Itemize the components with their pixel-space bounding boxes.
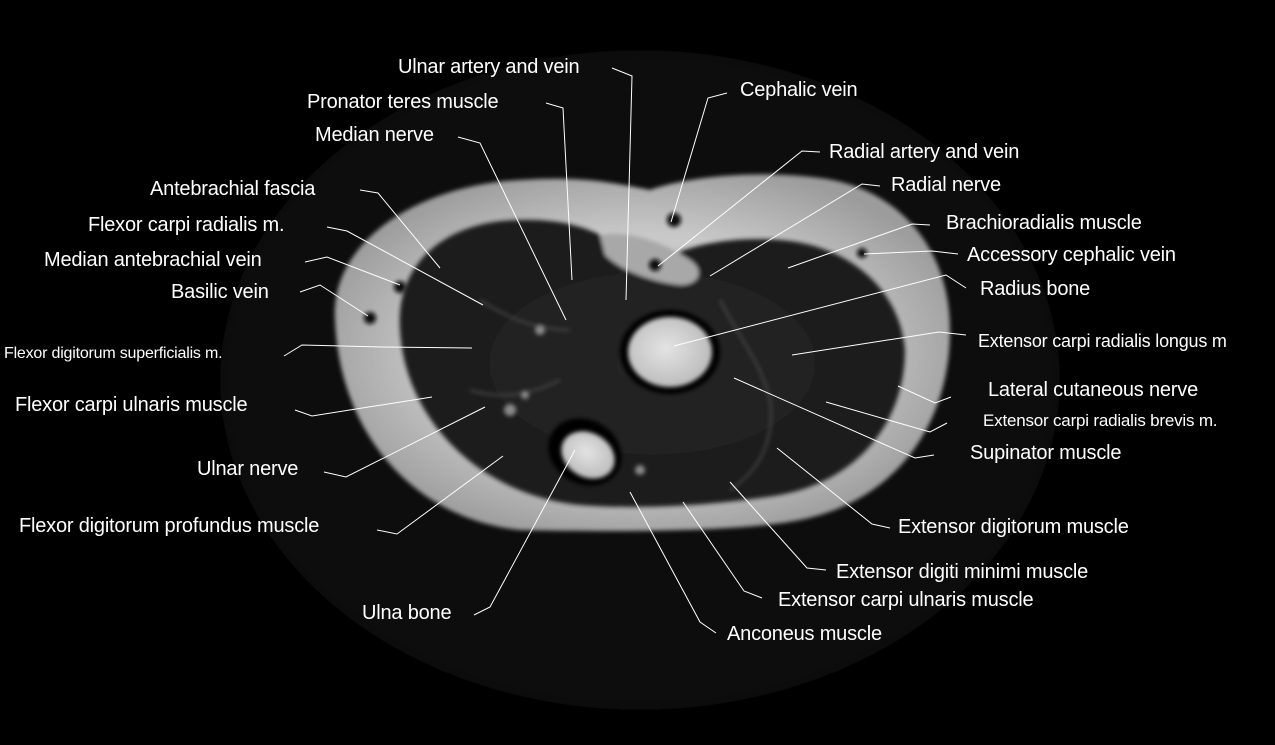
label-anconeus: Anconeus muscle xyxy=(727,623,882,645)
label-accessory-cephalic-vein: Accessory cephalic vein xyxy=(967,244,1176,266)
label-ulnar-artery-vein: Ulnar artery and vein xyxy=(398,56,580,78)
label-extensor-carpi-radialis-longus: Extensor carpi radialis longus m xyxy=(978,331,1227,351)
label-lateral-cutaneous-nerve: Lateral cutaneous nerve xyxy=(988,379,1198,401)
ulna-bone xyxy=(548,418,622,486)
leader-line-cephalic-vein xyxy=(670,92,728,223)
leader-line-flexor-digitorum-profundus xyxy=(376,455,504,535)
median-antebrachial-vein-dot xyxy=(394,281,406,293)
label-extensor-carpi-radialis-brevis: Extensor carpi radialis brevis m. xyxy=(983,411,1218,430)
fat-flecks xyxy=(504,325,645,475)
label-radial-nerve: Radial nerve xyxy=(891,174,1001,196)
leader-line-antebrachial-fascia xyxy=(359,189,441,269)
leader-line-radial-nerve xyxy=(709,183,881,277)
leader-line-pronator-teres xyxy=(545,102,573,281)
leader-line-flexor-carpi-ulnaris xyxy=(294,396,433,417)
leader-line-ulna-bone xyxy=(473,449,576,616)
leader-line-extensor-digitorum xyxy=(776,447,891,529)
label-median-nerve: Median nerve xyxy=(315,124,434,146)
leader-line-lateral-cutaneous-nerve xyxy=(897,385,952,404)
accessory-cephalic-vein-dot xyxy=(857,248,867,258)
label-antebrachial-fascia: Antebrachial fascia xyxy=(150,178,316,200)
label-extensor-digitorum: Extensor digitorum muscle xyxy=(898,516,1129,538)
leader-line-supinator xyxy=(733,377,935,459)
label-flexor-digitorum-superficialis: Flexor digitorum superficialis m. xyxy=(4,345,223,362)
radial-artery-dot xyxy=(649,259,661,271)
label-extensor-digiti-minimi: Extensor digiti minimi muscle xyxy=(836,561,1089,583)
leader-line-ulnar-nerve xyxy=(323,406,486,478)
basilic-vein-dot xyxy=(364,312,376,324)
label-radial-artery-vein: Radial artery and vein xyxy=(829,141,1020,163)
leader-line-accessory-cephalic-vein xyxy=(863,250,959,255)
leader-line-extensor-carpi-radialis-longus xyxy=(791,331,967,356)
label-ulna-bone: Ulna bone xyxy=(362,602,452,624)
cephalic-vein-dot xyxy=(667,213,681,227)
label-ulnar-nerve: Ulnar nerve xyxy=(197,458,299,480)
radius-bone xyxy=(620,310,720,394)
leader-line-median-antebrachial-vein xyxy=(304,256,401,286)
label-median-antebrachial-vein: Median antebrachial vein xyxy=(44,249,262,271)
leader-line-extensor-digiti-minimi xyxy=(729,481,827,571)
leader-line-flexor-carpi-radialis xyxy=(326,226,484,306)
label-flexor-carpi-ulnaris: Flexor carpi ulnaris muscle xyxy=(15,394,248,416)
label-extensor-carpi-ulnaris: Extensor carpi ulnaris muscle xyxy=(778,589,1034,611)
leader-line-radius-bone xyxy=(673,274,967,347)
leader-line-radial-artery-vein xyxy=(657,150,821,267)
label-cephalic-vein: Cephalic vein xyxy=(740,79,858,101)
label-flexor-carpi-radialis: Flexor carpi radialis m. xyxy=(88,214,285,236)
leader-line-basilic-vein xyxy=(299,284,369,317)
leader-line-extensor-carpi-radialis-brevis xyxy=(825,401,948,433)
label-pronator-teres: Pronator teres muscle xyxy=(307,91,499,113)
label-supinator: Supinator muscle xyxy=(970,442,1122,464)
leader-line-median-nerve xyxy=(457,136,567,321)
leader-lines xyxy=(283,67,967,634)
leader-line-anconeus xyxy=(629,491,717,634)
leader-line-brachioradialis xyxy=(787,223,931,269)
label-basilic-vein: Basilic vein xyxy=(171,281,269,303)
label-brachioradialis: Brachioradialis muscle xyxy=(946,212,1142,234)
leader-line-ulnar-artery-vein xyxy=(611,67,633,301)
leader-line-extensor-carpi-ulnaris xyxy=(682,501,763,599)
label-flexor-digitorum-profundus: Flexor digitorum profundus muscle xyxy=(19,515,320,537)
intermuscular-septa xyxy=(469,299,772,491)
label-radius-bone: Radius bone xyxy=(980,278,1091,300)
leader-line-flexor-digitorum-superficialis xyxy=(283,344,473,357)
